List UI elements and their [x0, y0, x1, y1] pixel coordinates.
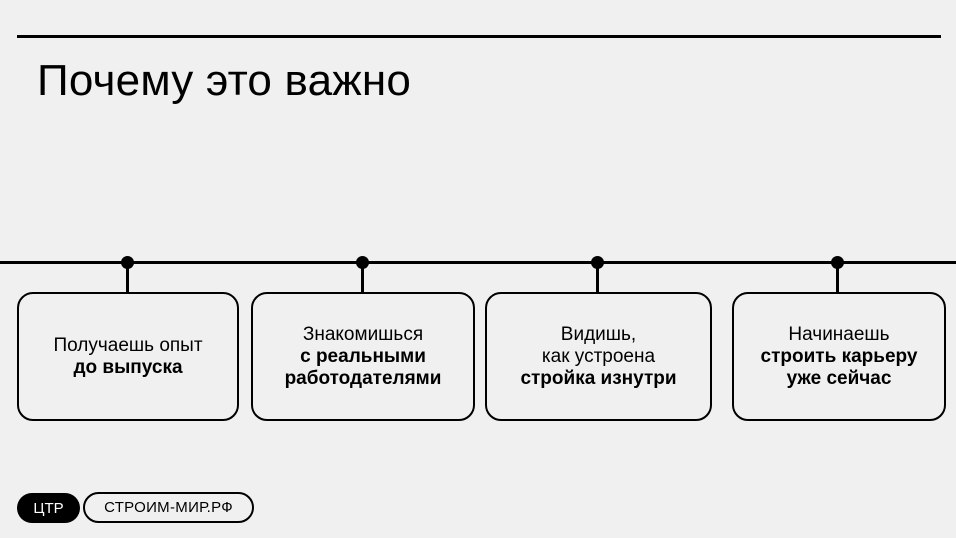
card-text-bold: уже сейчас — [786, 367, 892, 389]
timeline-card-employers: Знакомишься с реальными работодателями — [251, 292, 475, 421]
timeline-card-construction: Видишь, как устроена стройка изнутри — [485, 292, 712, 421]
card-text-bold: работодателями — [284, 367, 442, 389]
card-text: Начинаешь — [788, 323, 890, 345]
timeline-stem-4 — [836, 263, 839, 293]
ctr-badge: ЦТР — [17, 493, 80, 523]
timeline-card-career: Начинаешь строить карьеру уже сейчас — [732, 292, 946, 421]
timeline-card-experience: Получаешь опыт до выпуска — [17, 292, 239, 421]
timeline-node-1 — [121, 256, 134, 269]
card-text: как устроена — [541, 345, 656, 367]
timeline-node-3 — [591, 256, 604, 269]
top-divider — [17, 35, 941, 38]
card-text: Знакомишься — [302, 323, 424, 345]
timeline-line — [0, 261, 956, 264]
timeline-node-4 — [831, 256, 844, 269]
card-text: Получаешь опыт — [53, 334, 203, 356]
card-text: Видишь, — [560, 323, 637, 345]
timeline-stem-1 — [126, 263, 129, 293]
timeline-stem-2 — [361, 263, 364, 293]
card-text-bold: до выпуска — [73, 356, 183, 378]
slide-title: Почему это важно — [37, 56, 412, 105]
timeline-stem-3 — [596, 263, 599, 293]
timeline-node-2 — [356, 256, 369, 269]
card-text-bold: строить карьеру — [760, 345, 918, 367]
card-text-bold: стройка изнутри — [520, 367, 677, 389]
card-text-bold: с реальными — [300, 345, 426, 367]
site-link[interactable]: СТРОИМ-МИР.РФ — [83, 492, 254, 523]
